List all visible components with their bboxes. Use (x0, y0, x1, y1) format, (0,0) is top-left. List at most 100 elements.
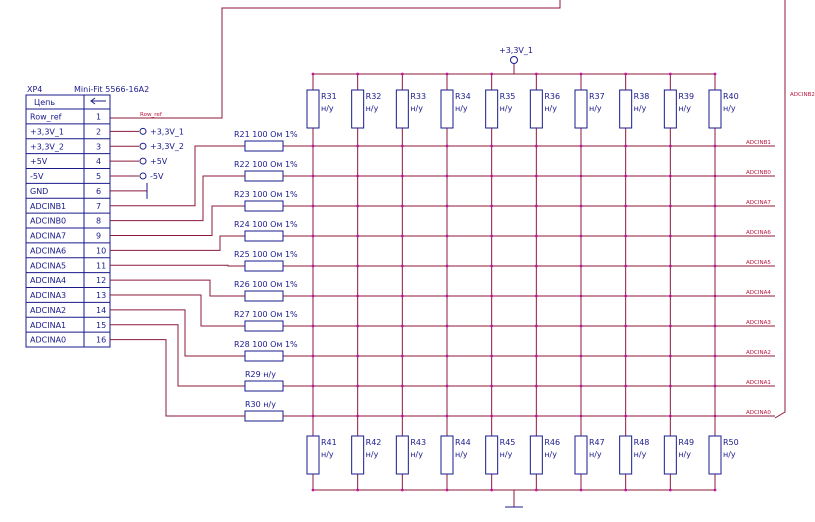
pin-number: 8 (96, 217, 101, 226)
junction-dot (445, 354, 449, 358)
connector-part: Mini-Fit 5566-16A2 (74, 85, 149, 94)
pin-name: GND (30, 187, 48, 196)
junction-dot (668, 354, 672, 358)
pullup-resistor-ref: R31 (321, 92, 337, 101)
pullup-resistor-ref: R40 (723, 92, 739, 101)
junction-dot (311, 384, 315, 388)
junction-dot (311, 354, 315, 358)
pulldown-resistor-value: н/у (723, 450, 736, 459)
junction-dot (490, 204, 494, 208)
junction-dot (400, 72, 404, 76)
pin-name: +3,3V_2 (30, 142, 64, 151)
pin-name: -5V (30, 172, 44, 181)
power-output-1: +3,3V_1 (110, 127, 184, 136)
row-net-tag: ADCINB1 (746, 140, 771, 146)
junction-dot (356, 384, 360, 388)
junction-dot (534, 354, 538, 358)
junction-dot (534, 174, 538, 178)
pin-name: ADCINA3 (30, 291, 66, 300)
row-net-tag: ADCINA0 (746, 410, 771, 416)
pullup-resistor-value: н/у (589, 104, 602, 113)
series-resistor-label: R29 н/у (245, 370, 276, 379)
series-resistor-label: R28 100 Ом 1% (234, 340, 298, 349)
junction-dot (400, 414, 404, 418)
junction-dot (490, 324, 494, 328)
junction-dot (311, 414, 315, 418)
pin-number: 14 (96, 306, 106, 315)
connector-ref: XP4 (27, 85, 42, 94)
junction-dot (624, 234, 628, 238)
junction-dot (668, 234, 672, 238)
connector-pin-8: ADCINB0 8 (30, 217, 101, 226)
junction-dot (668, 414, 672, 418)
pin-name: ADCINA0 (30, 336, 66, 345)
power-terminal-icon (139, 157, 147, 165)
row-net-tag: ADCINA6 (746, 230, 771, 236)
pullup-resistor-value: н/у (634, 104, 647, 113)
pin-number: 13 (96, 291, 106, 300)
series-resistor-label: R25 100 Ом 1% (234, 250, 298, 259)
junction-dot (534, 234, 538, 238)
junction-dot (311, 324, 315, 328)
junction-dot (445, 324, 449, 328)
pin-number: 15 (96, 321, 106, 330)
row-net-tag: ADCINA4 (746, 290, 771, 296)
junction-dot (713, 144, 717, 148)
pulldown-resistor-value: н/у (544, 450, 557, 459)
junction-dot (400, 174, 404, 178)
junction-dot (490, 354, 494, 358)
row-net-tag: ADCINA2 (746, 350, 771, 356)
series-resistor-R22: R22 100 Ом 1% (110, 160, 298, 222)
pulldown-resistor-value: н/у (678, 450, 691, 459)
junction-dot (624, 414, 628, 418)
junction-dot (579, 174, 583, 178)
pin-number: 2 (96, 127, 101, 136)
series-resistor-label: R21 100 Ом 1% (234, 130, 298, 139)
pin-number: 6 (96, 187, 101, 196)
junction-dot (356, 174, 360, 178)
power-terminal-icon (139, 142, 147, 150)
junction-dot (624, 264, 628, 268)
pullup-resistor-ref: R39 (678, 92, 694, 101)
series-resistor-R24: R24 100 Ом 1% (110, 220, 298, 251)
junction-dot (579, 144, 583, 148)
pullup-resistor-value: н/у (455, 104, 468, 113)
series-resistor-R28: R28 100 Ом 1% (110, 309, 298, 362)
pullup-resistor-value: н/у (410, 104, 423, 113)
pin-name: ADCINA6 (30, 246, 66, 255)
junction-dot (356, 204, 360, 208)
junction-dot (534, 72, 538, 76)
junction-dot (579, 264, 583, 268)
junction-dot (445, 204, 449, 208)
junction-dot (624, 324, 628, 328)
junction-dot (579, 234, 583, 238)
row-net-tag: ADCINA7 (746, 200, 771, 206)
pin-number: 12 (96, 276, 106, 285)
pin-name: ADCINB0 (30, 217, 66, 226)
junction-dot (534, 144, 538, 148)
junction-dot (713, 488, 717, 492)
junction-dot (624, 144, 628, 148)
junction-dot (400, 204, 404, 208)
series-resistor-R21: R21 100 Ом 1% (110, 130, 298, 207)
junction-dot (356, 72, 360, 76)
row-net-tag: ADCINB0 (746, 170, 771, 176)
junction-dot (668, 72, 672, 76)
junction-dot (356, 354, 360, 358)
junction-dot (579, 384, 583, 388)
